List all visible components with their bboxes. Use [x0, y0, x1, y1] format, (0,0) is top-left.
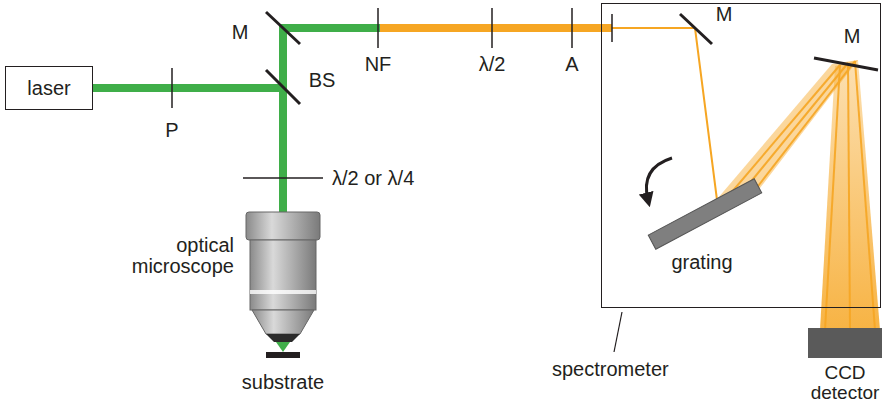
optical-elements: [172, 8, 612, 178]
microscope-objective: [246, 212, 320, 358]
leader-line: [614, 312, 622, 352]
part-label: BS: [309, 70, 336, 91]
laser-box: laser: [5, 66, 93, 110]
rotation-arrow: [646, 158, 672, 200]
grating-plate: [648, 179, 761, 249]
part-label: optical microscope: [122, 235, 234, 277]
node-label: CCD detector: [798, 363, 892, 403]
part-label: NF: [365, 54, 392, 75]
raman-beam-thin: [612, 28, 717, 200]
part-label: λ/2: [479, 54, 506, 75]
node-label: spectrometer: [552, 359, 702, 380]
raman-beam: [380, 24, 612, 32]
part-label: M: [844, 26, 861, 47]
part-label: M: [232, 22, 249, 43]
spectrometer-box: spectrometer: [601, 3, 881, 308]
part-label: substrate: [242, 372, 324, 393]
part-label: grating: [671, 252, 732, 273]
mirror: [266, 12, 878, 104]
dispersed-beam: [820, 60, 880, 330]
ccd-detector: CCD detector: [808, 328, 882, 358]
part-label: λ/2 or λ/4: [332, 168, 414, 189]
node-label: laser: [27, 78, 70, 99]
part-label: A: [565, 54, 578, 75]
part-label: M: [716, 4, 733, 25]
part-label: P: [165, 120, 178, 141]
